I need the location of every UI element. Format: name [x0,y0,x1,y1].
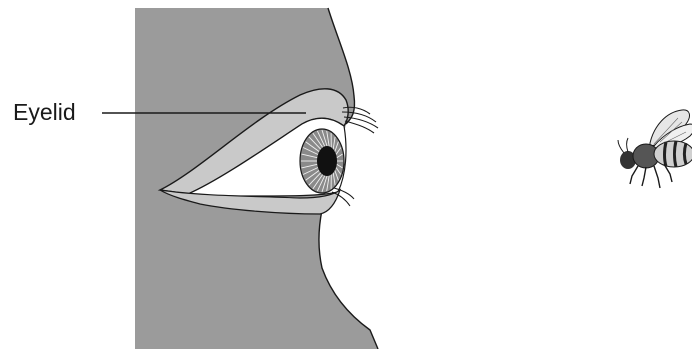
iris-striation-line [305,141,320,152]
iris-striation-line [305,170,320,181]
iris-striation-line [336,153,343,159]
iris-striation-line [301,153,318,159]
iris-striation-line [321,129,328,147]
lower-eyelashes [331,187,355,207]
lip-chin-line [318,209,379,349]
iris-striation-line [335,147,342,155]
eyelid-label-text: Eyelid [13,99,76,125]
bee-antennae [617,137,629,154]
eye [157,88,379,215]
iris-striation-line [336,163,343,169]
upper-eyelashes [341,106,379,134]
iris-striation-line [326,130,330,147]
iris-striation-line [312,132,324,148]
iris-striations [301,129,343,193]
iris-striation-line [334,141,339,152]
iris-striation-line [335,167,342,175]
iris-striation-line [302,147,319,155]
iris-striation-line [326,175,330,192]
bee-head [620,151,636,169]
iris-striation-line [332,172,336,186]
bee-stripes [663,140,688,168]
iris-striation-line [308,172,322,186]
pupil [317,146,337,176]
iris-striation-line [312,174,324,190]
iris-striation-line [302,167,319,175]
iris-striation-line [332,136,336,150]
iris-striation-line [316,130,326,147]
iris-striation-line [301,163,318,169]
iris-striation-line [334,170,339,181]
bee-icon [617,109,692,189]
lower-eyelid [159,188,342,215]
iris-striation-line [321,175,328,193]
iris-striation-line [316,175,326,192]
bee-legs [629,163,673,189]
iris-striation-line [308,136,322,150]
eyelid-label: Eyelid [13,99,306,125]
